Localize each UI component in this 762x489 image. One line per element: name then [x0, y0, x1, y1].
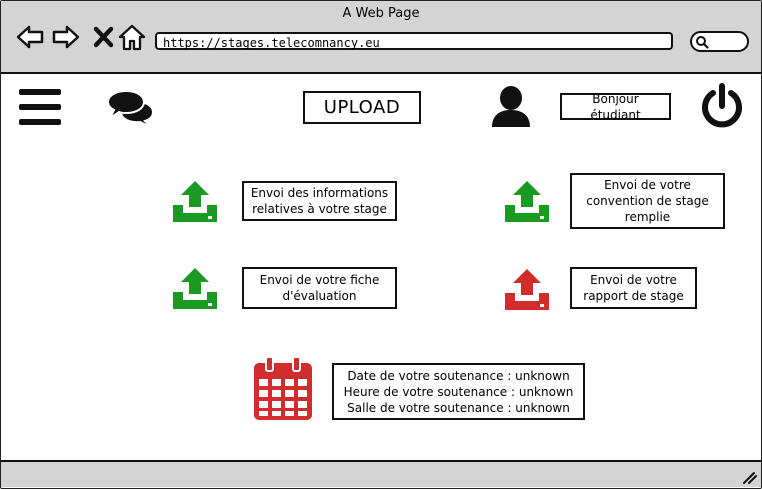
calendar-icon [254, 357, 312, 420]
greeting-label: Bonjour étudiant [560, 92, 671, 122]
search-icon [696, 36, 709, 49]
page-title: UPLOAD [303, 91, 421, 124]
home-icon[interactable] [117, 22, 147, 52]
upload-tray [505, 205, 549, 222]
user-avatar-icon[interactable] [491, 85, 531, 128]
defense-room: Salle de votre soutenance : unknown [347, 400, 570, 415]
upload-label-line: Envoi de votre fiche [259, 273, 380, 287]
upload-internship-report-button[interactable]: Envoi de votre rapport de stage [570, 267, 697, 309]
close-icon[interactable] [89, 22, 119, 52]
upload-arrow [513, 181, 541, 207]
chat-bubbles-icon[interactable] [106, 89, 156, 129]
back-arrow-icon[interactable] [15, 22, 45, 52]
upload-internship-info-button[interactable]: Envoi des informations relatives à votre… [242, 181, 397, 221]
window-title: A Web Page [342, 6, 420, 21]
upload-label-line: Envoi de votre [604, 178, 691, 192]
upload-label-line: d'évaluation [282, 289, 357, 303]
browser-toolbar: A Web Page https://stages.telecomnancy.e… [1, 1, 761, 74]
upload-tray [173, 292, 217, 309]
browser-search-field[interactable] [690, 31, 749, 52]
upload-evaluation-form-button[interactable]: Envoi de votre fiche d'évaluation [242, 267, 397, 309]
upload-internship-agreement-button[interactable]: Envoi de votre convention de stage rempl… [570, 173, 725, 229]
defense-time: Heure de votre soutenance : unknown [343, 384, 574, 399]
upload-icon[interactable] [504, 268, 550, 311]
forward-arrow-icon[interactable] [51, 22, 81, 52]
resize-grip-icon[interactable] [741, 470, 757, 484]
power-logout-icon[interactable] [699, 82, 745, 130]
upload-label-line: Envoi des informations [250, 186, 389, 200]
upload-label-line: Envoi de votre [590, 273, 677, 287]
upload-icon[interactable] [172, 180, 218, 223]
upload-label-line: convention de stage [586, 194, 709, 208]
upload-tray [505, 293, 549, 310]
hamburger-menu-icon[interactable] [18, 88, 62, 126]
upload-arrow [181, 181, 209, 207]
upload-label-line: rapport de stage [583, 289, 684, 303]
url-input[interactable]: https://stages.telecomnancy.eu [155, 32, 673, 50]
upload-arrow [181, 268, 209, 294]
upload-label-line: remplie [624, 210, 671, 224]
defense-date: Date de votre soutenance : unknown [347, 368, 570, 383]
upload-arrow [513, 269, 541, 295]
status-bar [1, 460, 761, 487]
upload-icon[interactable] [504, 180, 550, 223]
upload-icon[interactable] [172, 267, 218, 310]
upload-tray [173, 205, 217, 222]
upload-label-line: relatives à votre stage [252, 202, 387, 216]
defense-info-panel: Date de votre soutenance : unknown Heure… [332, 363, 585, 420]
